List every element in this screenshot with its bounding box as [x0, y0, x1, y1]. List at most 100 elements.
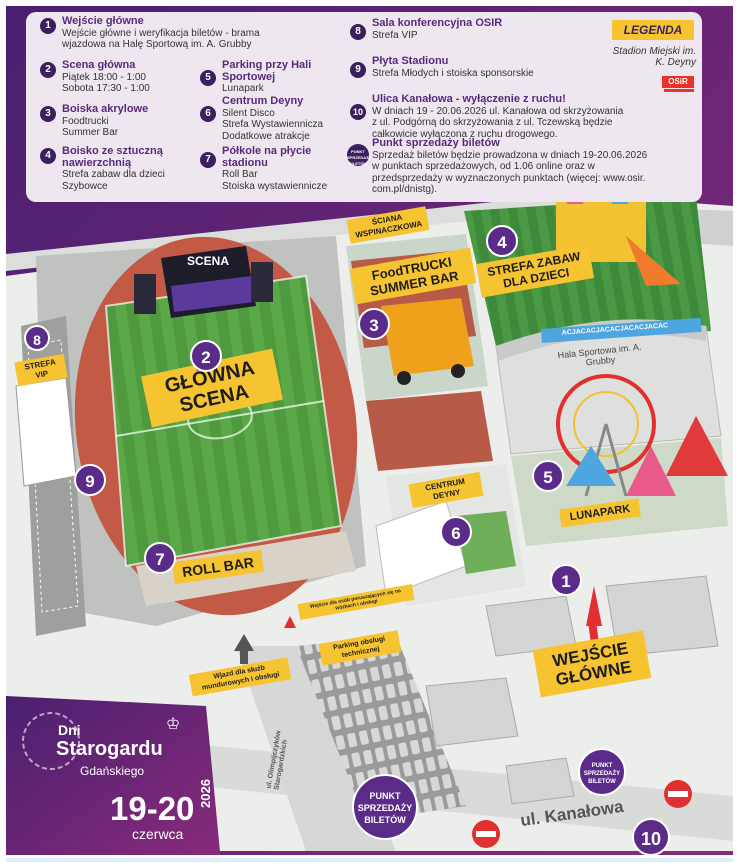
legend-item-line: Strefa zabaw dla dzieci [62, 169, 165, 180]
vip-building [15, 377, 77, 487]
legend-number-8: 8 [350, 24, 366, 40]
legend-item-3: Boiska akrylowe Foodtrucki Summer Bar [62, 103, 192, 139]
legend-item-title: Punkt sprzedaży biletów [372, 137, 500, 149]
map-marker-2: 2 [190, 340, 222, 372]
map-marker-1: 1 [550, 564, 582, 596]
legend-title: LEGENDA [612, 20, 694, 40]
building [425, 677, 519, 747]
stand-seats [27, 339, 79, 613]
legend-item-title: Centrum Deyny [222, 95, 304, 107]
legend-item-line: com.pl/dnistg). [372, 184, 438, 195]
legend-number-9: 9 [350, 62, 366, 78]
bouncy-castle [556, 192, 646, 262]
banner [541, 317, 702, 343]
legend-item-title: Parking przy Hali Sportowej [222, 59, 312, 83]
legend-number-10: 10 [350, 104, 366, 120]
legend-item-line: Strefa Wystawiennicza [222, 119, 324, 130]
legend-item-title: Półkole na płycie stadionu [222, 145, 312, 169]
brand-year: 2026 [198, 779, 213, 808]
bottom-line [6, 858, 733, 862]
legend-item-line: wjazdowa na Halę Sportową im. A. Grubby [62, 39, 252, 50]
map-marker-6: 6 [440, 516, 472, 548]
legend-item-title: Płyta Stadionu [372, 55, 449, 67]
circus-tent [666, 416, 728, 476]
map-marker-8: 8 [24, 325, 50, 351]
legend-item-line: Dodatkowe atrakcje [222, 130, 310, 142]
osir-logo: OSiR [662, 76, 694, 88]
legend-item-title: Scena główna [62, 59, 136, 71]
legend-number-3: 3 [40, 106, 56, 122]
stage-lights [171, 276, 254, 312]
legend-item-8: Sala konferencyjna OSIR Strefa VIP [372, 17, 572, 41]
legend-item-1: Wejście główne Wejście główne i weryfika… [62, 15, 302, 51]
map-marker-10: 10 [632, 818, 670, 856]
carousel-tent [626, 446, 676, 496]
slide [626, 236, 681, 286]
legend-item-line: Strefa Młodych i stoiska sponsorskie [372, 67, 534, 79]
legend-item-line: Foodtrucki [62, 115, 109, 127]
entrance-arrow-icon [586, 586, 602, 626]
no-entry-bar [668, 791, 688, 797]
pitch-halfway-line [115, 400, 325, 437]
legend-item-title: Sala konferencyjna OSIR [372, 17, 503, 29]
map-marker-7: 7 [144, 542, 176, 574]
carousel-tent [566, 446, 616, 486]
foodtruck-illustration [381, 298, 474, 376]
building [505, 757, 575, 805]
brand-panel [6, 696, 221, 862]
legend-ticket-icon: PUNKT SPRZEDAŻY BILETÓW [347, 144, 371, 166]
service-entry-arrow-icon [234, 634, 254, 651]
stage-side-screen-right [251, 262, 273, 302]
legend-item-title: Ulica Kanałowa - wyłączenie z ruchu! [372, 93, 566, 105]
brand-circle [22, 712, 80, 770]
legend-item-title: Boisko ze sztuczną nawierzchnią [62, 145, 163, 169]
brand-line-1: Dni [58, 722, 81, 738]
legend-item-tickets: Punkt sprzedaży biletów Sprzedaż biletów… [372, 137, 672, 196]
legend-item-line: całkowicie wyłączona z ruchu drogowego. [372, 128, 558, 140]
legend-item-line: Silent Disco [222, 107, 275, 119]
legend-item-title: Boiska akrylowe [62, 103, 149, 115]
brand-month: czerwca [132, 826, 184, 842]
stage-screen-label: SCENA [186, 254, 229, 268]
legend-item-line: Lunapark [222, 83, 264, 94]
legend-number-4: 4 [40, 148, 56, 164]
brand-dates: 19-20 [110, 790, 195, 827]
legend-item-line: przedsprzedaży w wyznaczonych punktach (… [372, 172, 646, 184]
technical-parking [296, 636, 466, 821]
legend-item-line: Strefa VIP [372, 29, 418, 41]
legend-item-line: Szybowce [62, 180, 108, 192]
ticket-point-small: PUNKT SPRZEDAŻY BILETÓW [578, 748, 626, 796]
ferris-wheel-inner [573, 391, 639, 457]
legend-item-9: Płyta Stadionu Strefa Młodych i stoiska … [372, 55, 572, 79]
legend-item-10: Ulica Kanałowa - wyłączenie z ruchu! W d… [372, 93, 652, 140]
legend-item-line: Stoiska wystawiennicze [222, 180, 328, 192]
stage-side-screen-left [134, 274, 156, 314]
legend-item-line: W dniach 19 - 20.06.2026 ul. Kanałowa od… [372, 105, 624, 117]
legend-item-7: Półkole na płycie stadionu Roll Bar Stoi… [222, 145, 352, 192]
map-marker-4: 4 [486, 225, 518, 257]
acrylic-court-2 [366, 391, 493, 471]
legend-item-6: Centrum Deyny Silent Disco Strefa Wystaw… [222, 95, 352, 142]
stadium-pitch [106, 276, 341, 566]
brand-line-3: Gdańskiego [80, 764, 145, 778]
ticket-point-big: PUNKT SPRZEDAŻY BILETÓW [352, 774, 418, 840]
legend-number-6: 6 [200, 106, 216, 122]
legend-item-line: Piątek 18:00 - 1:00 [62, 71, 146, 83]
legend-number-5: 5 [200, 70, 216, 86]
brand-line-2: Starogardu [56, 738, 163, 760]
legend-item-5: Parking przy Hali Sportowej Lunapark [222, 59, 332, 95]
osir-logo-underline [664, 89, 694, 92]
city-crest-icon: ♔ [165, 716, 181, 733]
foodtruck-wheel [397, 371, 411, 385]
foodtruck-wheel [451, 364, 465, 378]
legend-stadium-name: Stadion Miejski im. K. Deyny [612, 46, 696, 68]
legend-item-2: Scena główna Piątek 18:00 - 1:00 Sobota … [62, 59, 192, 95]
legend-number-7: 7 [200, 152, 216, 168]
legend-item-line: Summer Bar [62, 127, 119, 138]
legend-item-line: Sprzedaż biletów będzie prowadzona w dni… [372, 149, 648, 161]
legend-item-line: Roll Bar [222, 169, 258, 180]
no-entry-bar [476, 831, 496, 837]
map-marker-3: 3 [358, 308, 390, 340]
map-marker-9: 9 [74, 464, 106, 496]
wheelchair-entry-arrow-icon [284, 616, 296, 628]
